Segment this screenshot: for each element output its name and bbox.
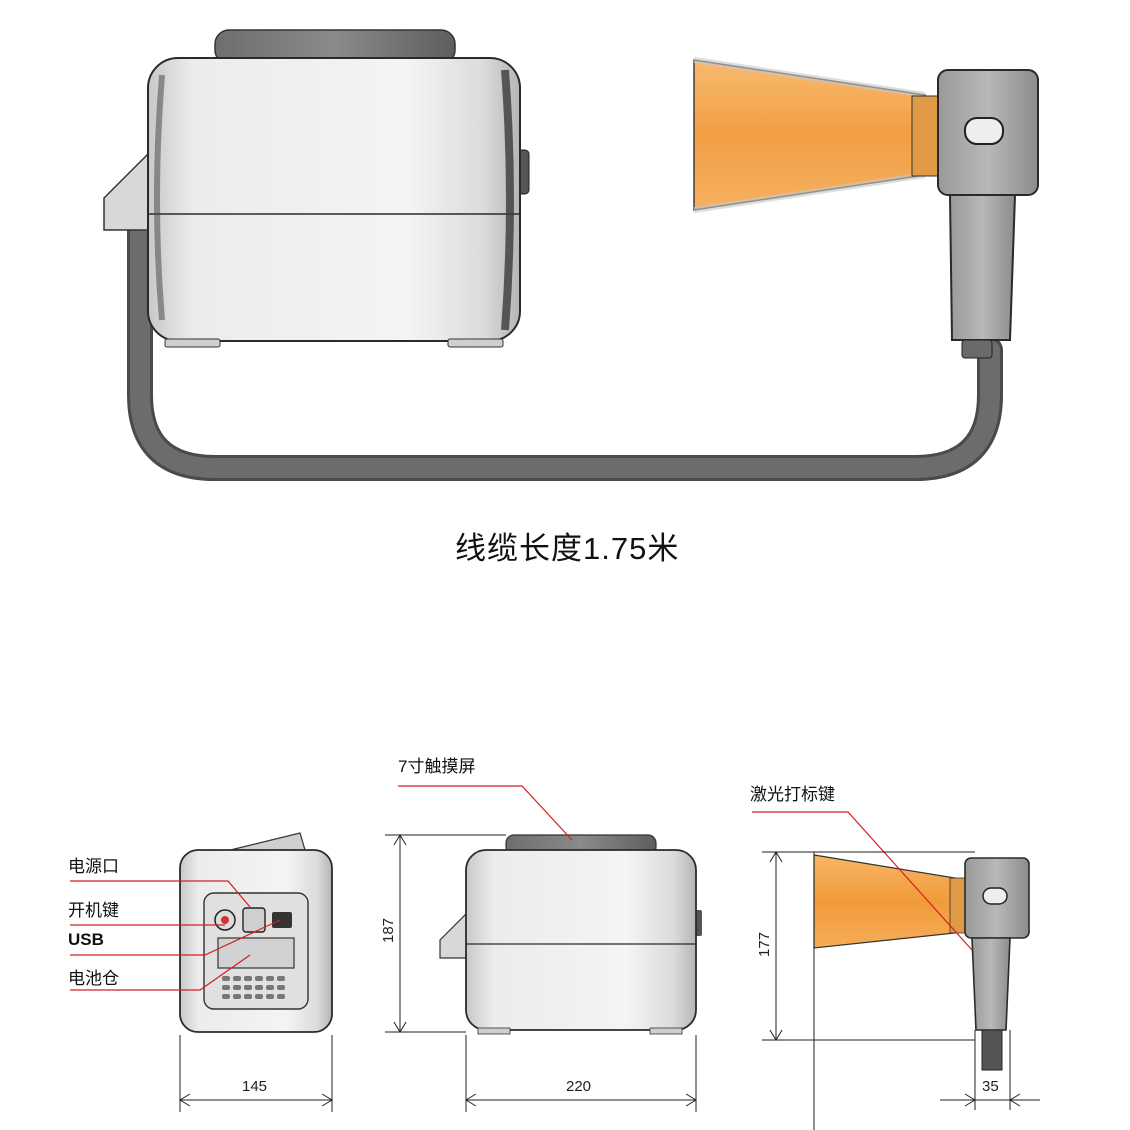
dim-grip-width: 35 xyxy=(982,1078,999,1095)
grip-large xyxy=(948,194,1017,341)
foot xyxy=(447,338,504,348)
dim-height: 187 xyxy=(380,917,398,944)
callout-usb: USB xyxy=(68,930,104,949)
dim-height-line xyxy=(385,834,506,1033)
laser-button xyxy=(964,117,1004,145)
vent-grid xyxy=(222,976,285,999)
callout-laser-key: 激光打标键 xyxy=(750,785,835,804)
usb-port-icon xyxy=(272,912,292,928)
cable-length-caption: 线缆长度1.75米 xyxy=(455,531,680,566)
callout-touchscreen: 7寸触摸屏 xyxy=(398,757,476,776)
dim-head-height-line xyxy=(762,851,975,1130)
dim-front-width-line xyxy=(179,1035,333,1112)
touchscreen-leader xyxy=(398,785,573,841)
side-body xyxy=(465,849,697,1031)
callout-power-port: 电源口 xyxy=(68,857,119,876)
dim-head-height: 177 xyxy=(756,931,774,958)
main-body-large xyxy=(147,57,521,342)
laser-key-leader xyxy=(752,811,973,951)
dim-grip-width-line xyxy=(940,1030,1040,1110)
cable-highlight xyxy=(130,220,1000,478)
foot xyxy=(164,338,221,348)
callout-leaders-front xyxy=(70,880,281,991)
side-bracket xyxy=(103,150,151,231)
nozzle-large xyxy=(693,59,926,211)
battery-door xyxy=(217,937,295,969)
callout-power-key: 开机键 xyxy=(68,901,119,920)
callout-battery: 电池仓 xyxy=(68,969,119,988)
dim-side-width-line xyxy=(465,1035,697,1112)
dim-side-width: 220 xyxy=(566,1078,592,1095)
dim-front-width: 145 xyxy=(242,1078,268,1095)
